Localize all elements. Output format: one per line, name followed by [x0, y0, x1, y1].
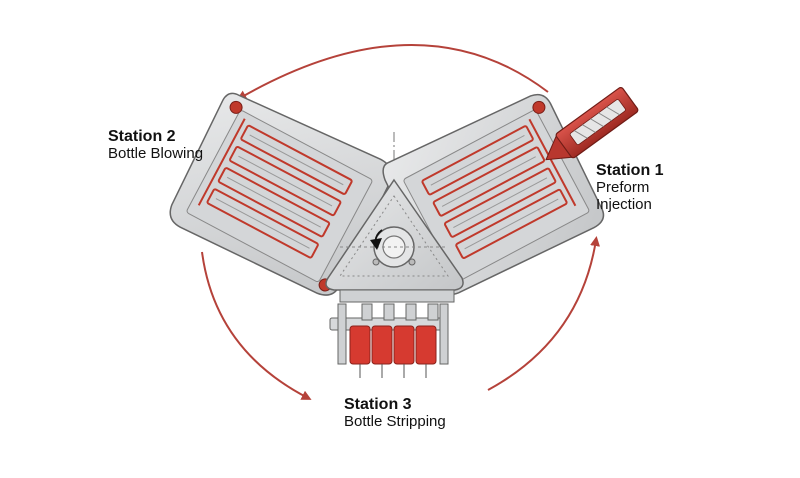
- bottle-1: [350, 326, 370, 364]
- station-1-title: Station 1: [596, 162, 664, 180]
- station-2-title: Station 2: [108, 128, 203, 146]
- station-1-desc-line-2: Injection: [596, 197, 664, 214]
- station-3-desc-line-1: Bottle Stripping: [344, 414, 446, 431]
- bottle-4: [416, 326, 436, 364]
- station-2-desc-line-1: Bottle Blowing: [108, 146, 203, 163]
- station-3-label: Station 3 Bottle Stripping: [344, 396, 446, 431]
- station-1-desc-line-1: Preform: [596, 180, 664, 197]
- arrow-top: [240, 45, 548, 98]
- station-3-title: Station 3: [344, 396, 446, 414]
- bottle-2: [372, 326, 392, 364]
- station-1-label: Station 1 Preform Injection: [596, 162, 664, 214]
- bottle-3: [394, 326, 414, 364]
- stripping-station: [330, 290, 454, 378]
- station-2-label: Station 2 Bottle Blowing: [108, 128, 203, 163]
